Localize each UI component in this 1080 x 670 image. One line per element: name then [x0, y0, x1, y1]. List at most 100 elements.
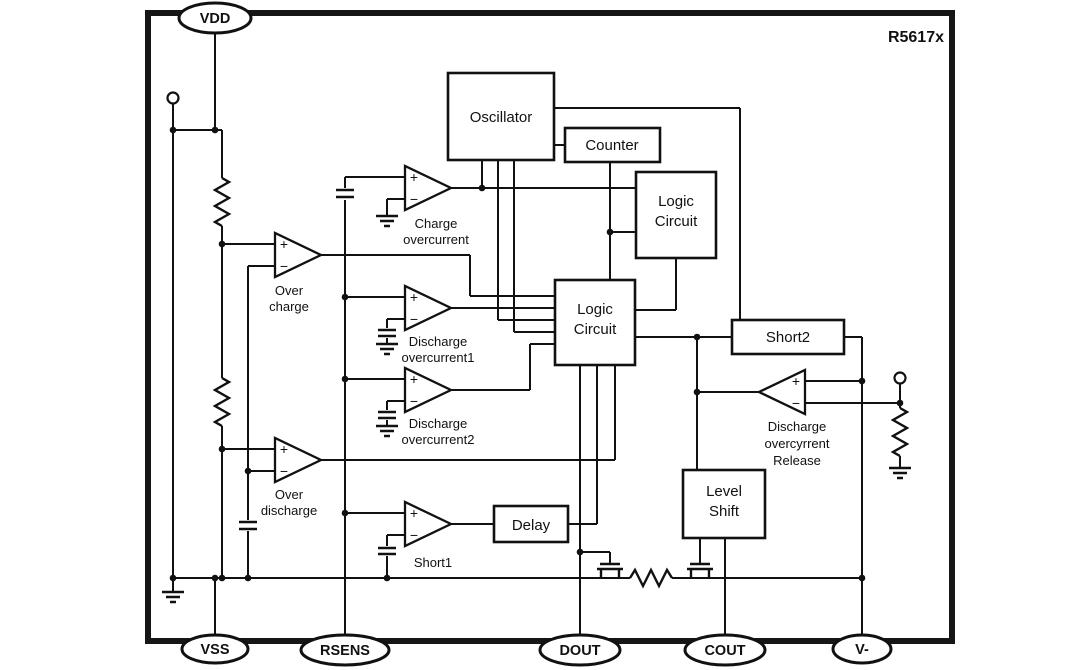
- comparator-discharge-overcurrent2: + − Discharge overcurrent2: [402, 366, 474, 447]
- junction-dot: [693, 333, 701, 341]
- comparator-label-line1: Short1: [414, 555, 452, 570]
- block-oscillator-box: [446, 71, 556, 162]
- comparator-label-line1: Discharge: [409, 416, 468, 431]
- junction-dot: [576, 548, 584, 556]
- pin-rsens-shape: [299, 633, 391, 667]
- junction-dot: [211, 574, 219, 582]
- junction-dot: [218, 445, 226, 453]
- pin-dout-shape: [538, 633, 622, 667]
- pin-vss: VSS: [180, 633, 250, 665]
- comparator-discharge-overcurrent1: + − Discharge overcurrent1: [402, 284, 475, 365]
- pin-rsens: RSENS: [299, 633, 391, 667]
- capacitor-symbols: [239, 188, 396, 556]
- comparator-charge-overcurrent: + − Charge overcurrent: [403, 164, 469, 247]
- block-delay-label: Delay: [512, 517, 551, 534]
- comparator-triangle: [403, 500, 454, 548]
- pin-rsens-label: RSENS: [320, 643, 370, 659]
- minus-input-label: −: [410, 311, 418, 327]
- junction-dot: [218, 240, 226, 248]
- block-logic-circuit-2-box: [553, 278, 637, 367]
- resistor-output-stage: [628, 567, 674, 589]
- comparator-label-line2: overcurrent1: [402, 350, 475, 365]
- comparator-label-line1: Discharge: [768, 419, 827, 434]
- block-oscillator: Oscillator: [446, 71, 556, 162]
- comparator-label-line1: Over: [275, 283, 304, 298]
- comparator-discharge-overcurrent-release: + − Discharge overcyrrent Release: [756, 368, 830, 468]
- wire-network: [172, 33, 901, 637]
- plus-input-label: +: [410, 289, 418, 305]
- junction-dot: [244, 467, 252, 475]
- resistor-vminus-sense: [890, 406, 910, 458]
- comparator-over-discharge: + − Over discharge: [261, 436, 324, 518]
- junction-dot: [693, 388, 701, 396]
- comparator-label-line2: overcyrrent: [764, 436, 829, 451]
- junction-dot: [606, 228, 614, 236]
- terminal-circle-left: [166, 91, 180, 105]
- plus-input-label: +: [280, 236, 288, 252]
- pin-vdd-label: VDD: [200, 11, 231, 27]
- block-delay-box: [492, 504, 570, 544]
- minus-input-label: −: [410, 527, 418, 543]
- comparator-triangle: [756, 368, 807, 416]
- block-short2: Short2: [730, 318, 846, 356]
- junction-dot: [858, 377, 866, 385]
- junction-dots: [169, 126, 904, 582]
- pin-cout-shape: [683, 633, 767, 667]
- block-level-shift-box: [681, 468, 767, 540]
- resistor-divider-lower: [212, 376, 232, 428]
- minus-input-label: −: [410, 393, 418, 409]
- junction-dot: [341, 509, 349, 517]
- comparator-short1: + − Short1: [403, 500, 454, 570]
- comparator-label-line3: Release: [773, 453, 821, 468]
- junction-dot: [896, 399, 904, 407]
- block-level-shift: Level Shift: [681, 468, 767, 540]
- comparator-triangle: [403, 366, 454, 414]
- nmos-dout: [597, 562, 623, 578]
- pin-cout-label: COUT: [704, 643, 745, 659]
- pin-cout: COUT: [683, 633, 767, 667]
- junction-dot: [244, 574, 252, 582]
- block-logic-circuit-1-box: [634, 170, 718, 260]
- junction-dot: [211, 126, 219, 134]
- junction-dot: [218, 574, 226, 582]
- resistor-divider-upper: [212, 176, 232, 228]
- comparator-triangle: [273, 231, 324, 279]
- plus-input-label: +: [410, 169, 418, 185]
- junction-dot: [341, 293, 349, 301]
- plus-input-label: +: [792, 373, 800, 389]
- block-logic-circuit-2: Logic Circuit: [553, 278, 637, 367]
- nmos-cout: [687, 562, 713, 578]
- pin-dout: DOUT: [538, 633, 622, 667]
- pin-vdd-shape: [177, 1, 253, 35]
- block-short2-box: [730, 318, 846, 356]
- junction-dot: [169, 574, 177, 582]
- minus-input-label: −: [280, 258, 288, 274]
- junction-dot: [341, 375, 349, 383]
- block-logic-circuit-2-label-line1: Logic: [577, 301, 613, 318]
- terminal-circle-right: [893, 371, 907, 385]
- comparator-label-line1: Over: [275, 487, 304, 502]
- part-number: R5617x: [888, 29, 944, 46]
- block-delay: Delay: [492, 504, 570, 544]
- pin-vminus-label: V-: [855, 642, 869, 658]
- pin-vss-label: VSS: [200, 642, 229, 658]
- block-logic-circuit-1: Logic Circuit: [634, 170, 718, 260]
- comparator-label-line2: charge: [269, 299, 309, 314]
- pin-vminus-shape: [831, 633, 893, 665]
- junction-dot: [169, 126, 177, 134]
- block-logic-circuit-1-label-line1: Logic: [658, 193, 694, 210]
- junction-dot: [858, 574, 866, 582]
- pin-vminus: V-: [831, 633, 893, 665]
- pin-vss-shape: [180, 633, 250, 665]
- block-level-shift-label-line1: Level: [706, 483, 742, 500]
- comparator-triangle: [403, 284, 454, 332]
- comparator-over-charge: + − Over charge: [269, 231, 324, 314]
- block-short2-label: Short2: [766, 329, 810, 346]
- junction-dot: [478, 184, 486, 192]
- plus-input-label: +: [410, 505, 418, 521]
- comparator-label-line1: Charge: [415, 216, 458, 231]
- minus-input-label: −: [410, 191, 418, 207]
- block-oscillator-label: Oscillator: [470, 109, 533, 126]
